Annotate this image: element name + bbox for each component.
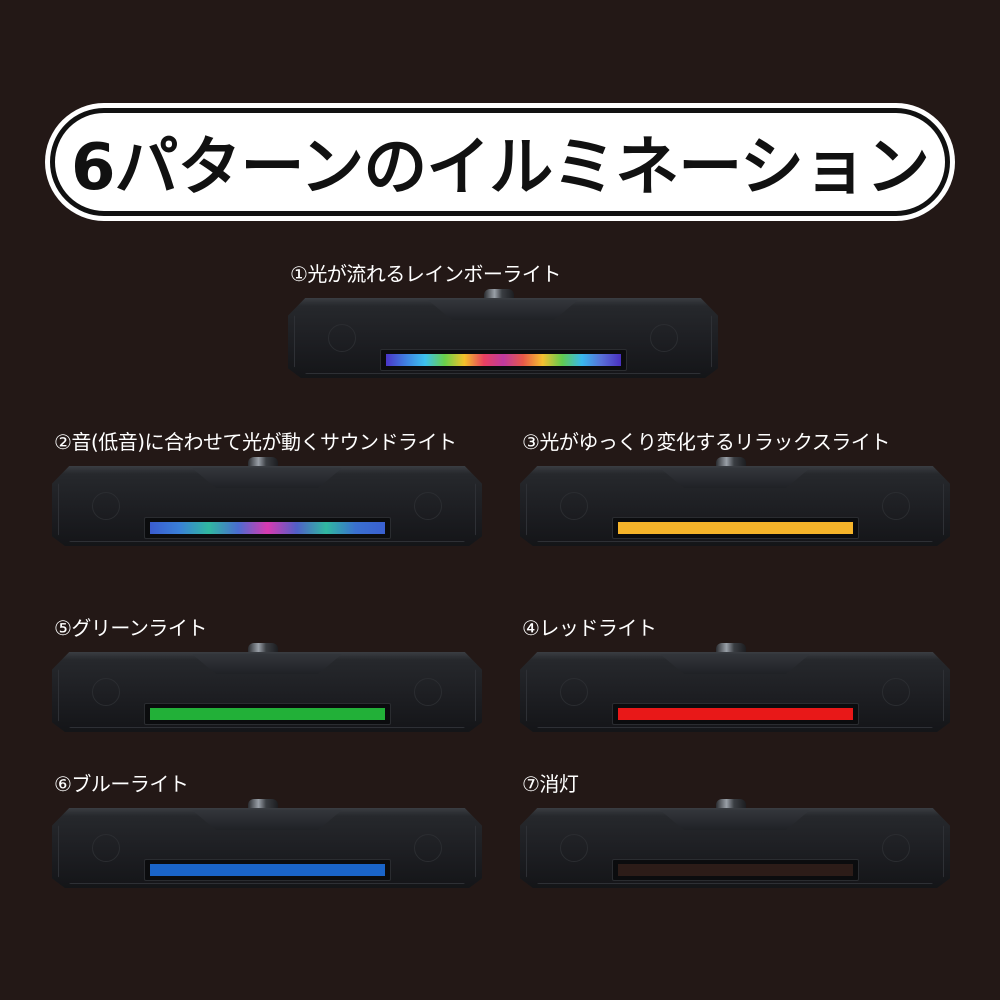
speaker-body <box>52 808 482 888</box>
speaker-notch <box>192 810 342 830</box>
pattern-relax-fade: ③光がゆっくり変化するリラックスライト <box>520 426 950 546</box>
speaker-image <box>52 457 482 546</box>
light-bar <box>618 864 853 876</box>
speaker-body <box>52 652 482 732</box>
light-bar <box>150 708 385 720</box>
light-bar-slot <box>612 703 859 725</box>
speaker-driver <box>650 324 678 352</box>
speaker-body <box>52 466 482 546</box>
light-bar-slot <box>144 859 391 881</box>
pattern-label: ④レッドライト <box>522 616 657 640</box>
speaker-driver <box>882 492 910 520</box>
speaker-body <box>520 652 950 732</box>
pattern-label: ②音(低音)に合わせて光が動くサウンドライト <box>54 430 457 454</box>
light-bar <box>150 522 385 534</box>
speaker-notch <box>192 468 342 488</box>
speaker-driver <box>560 678 588 706</box>
speaker-image <box>52 643 482 732</box>
pattern-label: ⑦消灯 <box>522 772 579 796</box>
pattern-sound-reactive: ②音(低音)に合わせて光が動くサウンドライト <box>52 426 482 546</box>
speaker-body <box>520 808 950 888</box>
speaker-driver <box>560 834 588 862</box>
speaker-body <box>520 466 950 546</box>
speaker-image <box>520 457 950 546</box>
light-bar-slot <box>144 703 391 725</box>
speaker-driver <box>92 678 120 706</box>
speaker-driver <box>92 834 120 862</box>
speaker-notch <box>192 654 342 674</box>
speaker-image <box>520 643 950 732</box>
speaker-driver <box>414 834 442 862</box>
title-banner: 6パターンのイルミネーション <box>50 108 950 216</box>
light-bar <box>150 864 385 876</box>
speaker-notch <box>660 468 810 488</box>
speaker-body <box>288 298 718 378</box>
speaker-notch <box>660 810 810 830</box>
light-bar <box>618 522 853 534</box>
speaker-image <box>520 799 950 888</box>
speaker-image <box>52 799 482 888</box>
speaker-driver <box>92 492 120 520</box>
pattern-rainbow-flow: ①光が流れるレインボーライト <box>288 258 718 378</box>
speaker-notch <box>428 300 578 320</box>
speaker-driver <box>328 324 356 352</box>
pattern-green: ⑤グリーンライト <box>52 612 482 732</box>
pattern-off: ⑦消灯 <box>520 768 950 888</box>
pattern-red: ④レッドライト <box>520 612 950 732</box>
speaker-driver <box>414 492 442 520</box>
speaker-driver <box>560 492 588 520</box>
speaker-notch <box>660 654 810 674</box>
light-bar <box>386 354 621 366</box>
speaker-driver <box>882 678 910 706</box>
speaker-driver <box>882 834 910 862</box>
light-bar-slot <box>612 517 859 539</box>
pattern-label: ③光がゆっくり変化するリラックスライト <box>522 430 890 454</box>
light-bar-slot <box>144 517 391 539</box>
pattern-label: ①光が流れるレインボーライト <box>290 262 561 286</box>
pattern-label: ⑤グリーンライト <box>54 616 207 640</box>
light-bar-slot <box>380 349 627 371</box>
light-bar-slot <box>612 859 859 881</box>
page-title: 6パターンのイルミネーション <box>70 131 930 205</box>
speaker-driver <box>414 678 442 706</box>
pattern-blue: ⑥ブルーライト <box>52 768 482 888</box>
speaker-image <box>288 289 718 378</box>
light-bar <box>618 708 853 720</box>
pattern-label: ⑥ブルーライト <box>54 772 189 796</box>
